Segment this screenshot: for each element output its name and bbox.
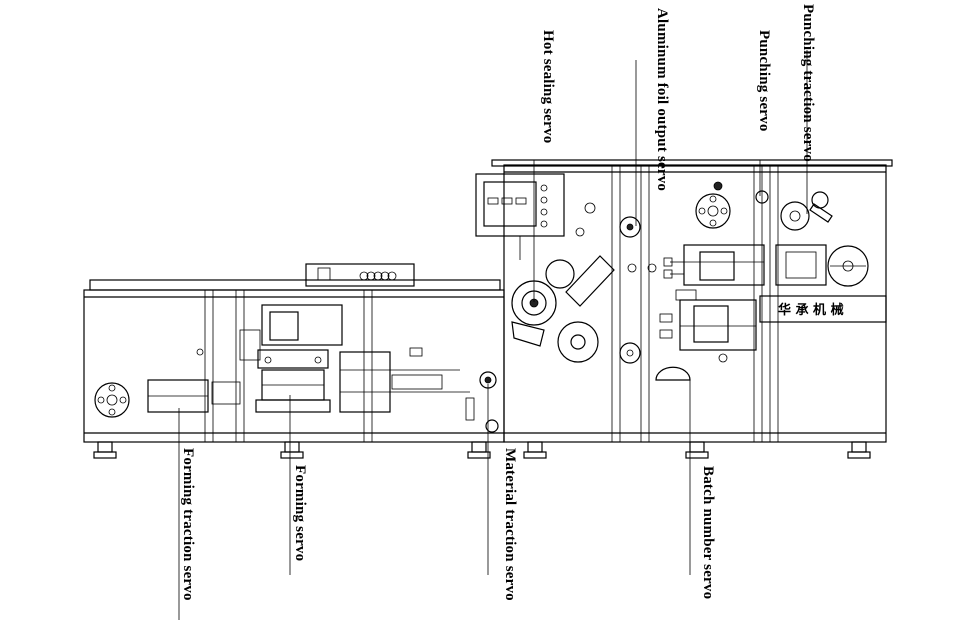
sealing-punching-section: 华 承 机 械 [475, 159, 893, 459]
forming-section [83, 263, 505, 459]
label-material-traction-servo: Material traction servo [502, 448, 518, 601]
label-aluminum-foil-output-servo: Aluminum foil output servo [654, 8, 670, 192]
batch-number-unit [655, 289, 757, 381]
machine-feet-right [523, 441, 871, 459]
label-hot-sealing-servo: Hot sealing servo [540, 30, 556, 144]
material-traction-assembly [196, 347, 499, 433]
forming-traction-wheel [94, 382, 130, 418]
label-punching-servo: Punching servo [756, 30, 772, 132]
punching-traction-wheel [695, 181, 731, 229]
control-panel [475, 173, 565, 260]
heat-sealing-roller [511, 202, 615, 347]
forming-station [239, 304, 343, 413]
label-forming-servo: Forming servo [292, 465, 308, 562]
punching-unit [663, 190, 869, 287]
heater-block [305, 263, 415, 287]
foil-roller [557, 216, 657, 364]
brand-plate: 华 承 机 械 [759, 295, 887, 323]
brand-plate-text: 华 承 机 械 [778, 302, 844, 318]
label-batch-number-servo: Batch number servo [700, 466, 716, 600]
label-forming-traction-servo: Forming traction servo [180, 448, 196, 601]
label-punching-traction-servo: Punching traction servo [800, 4, 816, 162]
leader-lines [178, 50, 808, 620]
machine-feet-left [93, 441, 491, 459]
